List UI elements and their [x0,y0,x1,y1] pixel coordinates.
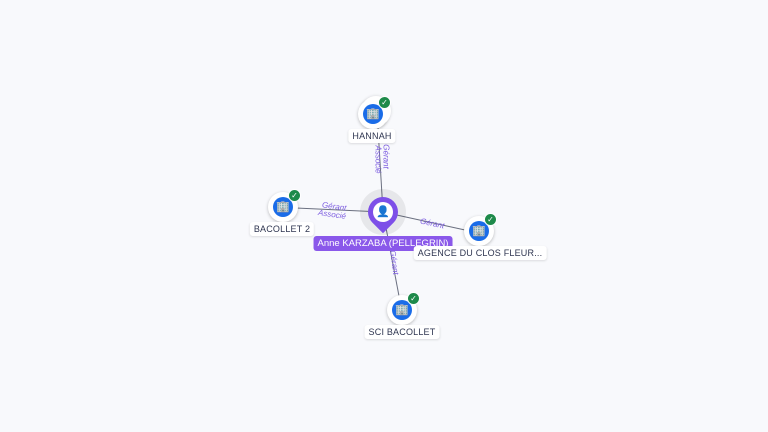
building-icon: 🏢 [273,197,293,217]
company-label[interactable]: AGENCE DU CLOS FLEUR... [413,246,547,260]
building-icon: 🏢 [363,104,383,124]
edge-label: Gérant [381,144,391,169]
verified-check-icon: ✓ [288,189,301,202]
company-label[interactable]: HANNAH [348,129,396,143]
company-node-sci-bacollet[interactable]: 🏢 ✓ [387,292,420,325]
company-node-bacollet-2[interactable]: 🏢 ✓ [268,189,301,222]
company-label[interactable]: SCI BACOLLET [364,325,440,339]
verified-check-icon: ✓ [484,213,497,226]
company-node-agence[interactable]: 🏢 ✓ [464,213,497,246]
building-icon: 🏢 [392,300,412,320]
verified-check-icon: ✓ [378,96,391,109]
person-icon: 👤 [373,202,393,222]
company-node-hannah[interactable]: 🏢 ✓ [358,96,391,129]
verified-check-icon: ✓ [407,292,420,305]
company-label[interactable]: BACOLLET 2 [249,222,315,236]
building-icon: 🏢 [469,221,489,241]
